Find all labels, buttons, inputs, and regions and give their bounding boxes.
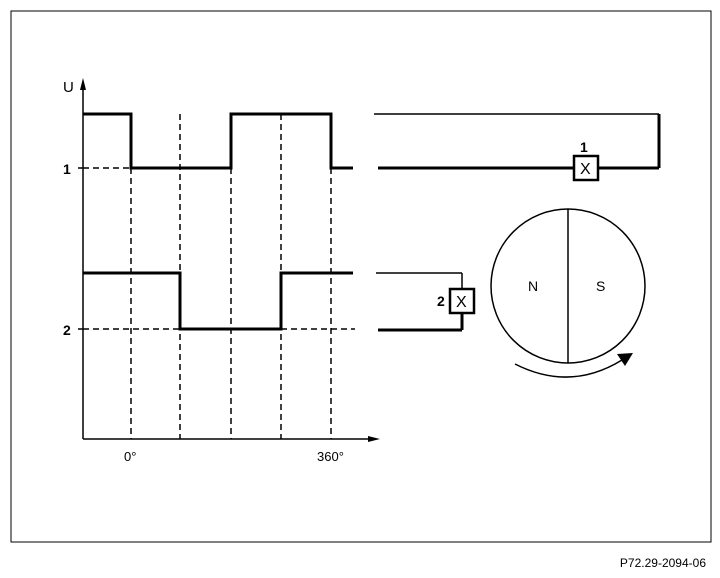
sensor-1-number: 1 [580, 139, 588, 155]
sensor-2-circuit [376, 272, 476, 332]
baselines [83, 167, 355, 330]
sensor-2-box [448, 287, 476, 315]
sensor-1-symbol: X [580, 161, 591, 178]
trace-2-label: 2 [63, 322, 71, 338]
y-axis-arrow [80, 78, 86, 90]
rotor-magnet [490, 208, 646, 364]
sensor-1-box [572, 154, 600, 182]
x-tick-0: 0° [124, 449, 136, 464]
signal-2-trace [83, 271, 353, 331]
trace-1-label: 1 [63, 161, 71, 177]
figure-reference: P72.29-2094-06 [619, 556, 706, 570]
rotation-arrow-icon [514, 353, 633, 378]
north-pole-label: N [528, 278, 538, 294]
sensor-2-number: 2 [437, 293, 445, 309]
signal-1-trace [83, 112, 353, 170]
x-axis-arrow [368, 436, 380, 442]
y-axis-label: U [63, 79, 74, 96]
sensor-1-circuit [374, 113, 661, 182]
x-tick-360: 360° [317, 449, 344, 464]
south-pole-label: S [596, 278, 605, 294]
phase-guides [130, 114, 332, 439]
figure-frame [10, 10, 712, 543]
sensor-2-symbol: X [456, 294, 467, 311]
